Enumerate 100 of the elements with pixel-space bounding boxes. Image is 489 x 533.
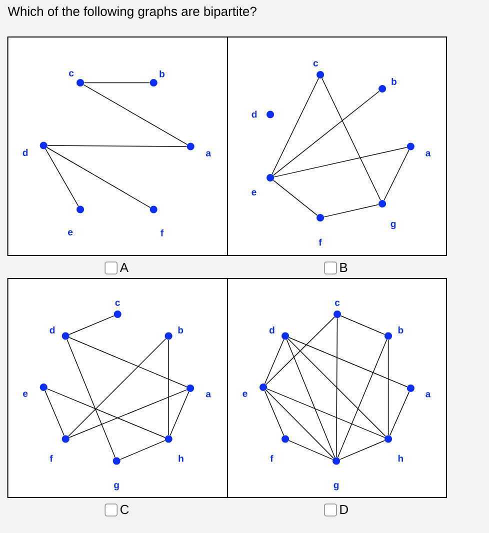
vertex-label: c: [335, 300, 340, 306]
edge-line: [264, 390, 284, 436]
vertex-dot: [150, 79, 158, 87]
edge-line: [324, 204, 379, 218]
vertex-dot: [40, 142, 48, 150]
vertex-dot: [378, 200, 386, 208]
edge-line: [274, 147, 408, 178]
vertex-label: b: [398, 326, 404, 334]
vertex-label: a: [206, 392, 211, 398]
vertex-label: a: [426, 151, 431, 156]
edge-line: [340, 315, 386, 335]
vertex-label: d: [50, 326, 55, 334]
vertex-label: d: [252, 110, 257, 118]
edge-line: [68, 315, 114, 335]
edge-line: [390, 392, 410, 436]
vertex-label: f: [318, 238, 322, 246]
vertex-dot: [40, 384, 48, 392]
vertex-label: a: [206, 151, 211, 156]
edge-line: [273, 90, 380, 176]
edge-line: [322, 78, 381, 201]
vertex-dot: [378, 85, 386, 93]
edge-line: [266, 390, 334, 459]
vertex-dot: [112, 457, 120, 465]
edge-line: [170, 392, 190, 436]
edge-line: [273, 180, 318, 216]
vertex-label: e: [252, 190, 256, 196]
vertex-label: f: [270, 454, 274, 462]
edge-line: [68, 338, 166, 437]
edge-line: [46, 388, 166, 438]
edge-line: [388, 340, 389, 436]
vertex-dot: [406, 384, 414, 392]
vertex-label: f: [50, 454, 53, 462]
vertex-label: e: [242, 392, 248, 397]
graph-panel: [7, 36, 228, 256]
edge-line: [47, 145, 188, 147]
vertex-dot: [62, 332, 70, 340]
vertex-dot: [186, 142, 194, 150]
vertex-label: c: [313, 61, 318, 66]
vertex-label: e: [68, 230, 73, 236]
vertex-label: g: [390, 222, 396, 230]
vertex-dot: [62, 435, 70, 443]
vertex-dot: [114, 310, 122, 318]
edge-line: [68, 337, 188, 388]
vertex-dot: [316, 214, 324, 222]
edge-line: [266, 316, 335, 385]
vertex-label: c: [115, 300, 120, 306]
edge-line: [340, 440, 386, 460]
vertex-dot: [282, 332, 290, 340]
vertex-label: d: [22, 149, 28, 156]
edge-line: [337, 339, 388, 458]
edge-line: [336, 318, 338, 458]
edge-line: [384, 150, 410, 201]
vertex-dot: [164, 332, 172, 340]
option-label: D: [340, 505, 348, 514]
vertex-dot: [384, 332, 392, 340]
vertex-label: h: [398, 454, 404, 462]
graph-panel: [7, 278, 228, 498]
option-label: B: [340, 263, 348, 272]
edge-line: [83, 84, 188, 145]
option-label: A: [120, 263, 128, 272]
vertex-label: e: [23, 392, 28, 397]
vertex-label: b: [178, 326, 184, 334]
edge-line: [120, 440, 166, 460]
edge-line: [44, 390, 64, 436]
vertex-label: g: [114, 483, 119, 490]
edge-line: [286, 339, 336, 458]
title: Which of the following graphs are bipartite?: [8, 6, 256, 19]
edge-line: [272, 78, 319, 175]
vertex-dot: [164, 435, 172, 443]
edge-line: [288, 338, 386, 437]
edge-line: [288, 440, 334, 460]
vertex-dot: [406, 142, 414, 150]
vertex-label: b: [392, 78, 396, 85]
vertex-dot: [150, 206, 158, 214]
graph-panel: [227, 36, 447, 256]
vertex-dot: [316, 71, 324, 79]
vertex-dot: [282, 435, 290, 443]
vertex-label: f: [160, 229, 164, 236]
edge-line: [84, 82, 150, 84]
edge-line: [264, 339, 284, 384]
vertex-label: a: [426, 392, 431, 398]
vertex-dot: [384, 435, 392, 443]
edge-line: [288, 337, 408, 388]
vertex-label: g: [334, 483, 339, 490]
vertex-label: b: [160, 70, 164, 78]
graph-panel: [227, 278, 447, 498]
edge-line: [68, 389, 188, 438]
vertex-dot: [266, 174, 274, 182]
vertex-label: h: [178, 454, 184, 462]
vertex-dot: [266, 110, 274, 118]
vertex-dot: [334, 310, 342, 318]
vertex-dot: [76, 206, 84, 214]
edge-line: [66, 339, 116, 458]
vertex-dot: [186, 384, 194, 392]
option-label: C: [120, 504, 129, 514]
edge-line: [45, 148, 79, 206]
edge-line: [168, 340, 169, 436]
edge-line: [266, 388, 386, 438]
edge-line: [46, 147, 151, 208]
vertex-dot: [260, 384, 268, 392]
